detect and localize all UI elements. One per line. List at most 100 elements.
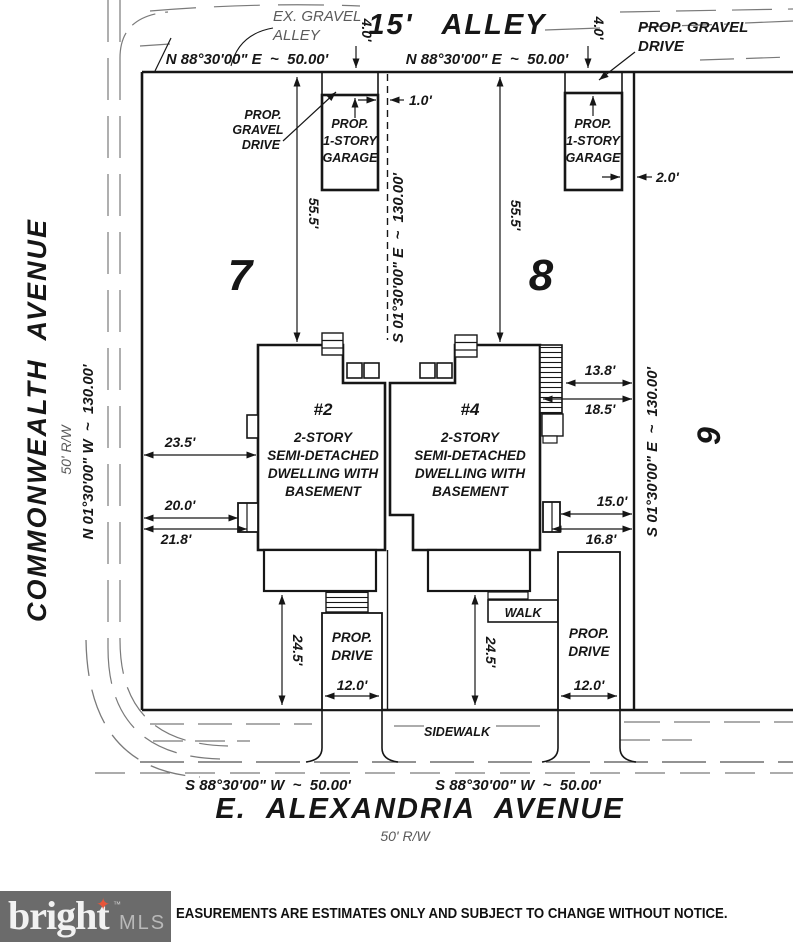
garage-right-label-2: 1-STORY xyxy=(566,134,621,148)
commonwealth-rw-label: 50' R/W xyxy=(58,424,74,475)
lot-9-number: 9 xyxy=(691,427,727,445)
building-2-number: #2 xyxy=(314,400,333,419)
garage-left-label-1: PROP. xyxy=(331,117,368,131)
building-4-pad-2 xyxy=(436,362,453,379)
garage-left-label-2: 1-STORY xyxy=(323,134,378,148)
building-4-stair-landing xyxy=(541,413,564,437)
apron-left-west xyxy=(305,710,323,763)
dim-16-8-text: 16.8' xyxy=(586,531,617,547)
road-linework xyxy=(85,0,793,778)
bearing-top-left: N 88°30'00" E ~ 50.00' xyxy=(166,51,329,68)
alexandria-rw-label: 50' R/W xyxy=(380,828,431,844)
building-4-desc-3: DWELLING WITH xyxy=(415,466,525,481)
prop-gravel-drive-left-label-3: DRIVE xyxy=(242,138,281,152)
bearing-top-right: N 88°30'00" E ~ 50.00' xyxy=(406,51,569,68)
trademark-symbol: ™ xyxy=(113,900,121,909)
ex-gravel-alley-label-2: ALLEY xyxy=(272,27,321,44)
building-4-desc-2: SEMI-DETACHED xyxy=(414,448,526,463)
structures xyxy=(230,27,637,763)
bright-logo-text: bright xyxy=(8,893,110,938)
alley-dash-6 xyxy=(699,56,791,61)
dim-13-8-text: 13.8' xyxy=(585,362,616,378)
dim-55-5-right-text: 55.5' xyxy=(508,200,524,231)
dim-4ft-right-text: 4.0' xyxy=(591,16,607,40)
building-2-desc-2: SEMI-DETACHED xyxy=(267,448,379,463)
corner-curve-inner xyxy=(119,639,229,747)
dim-55-5-left-text: 55.5' xyxy=(306,198,322,229)
garage-left-label-3: GARAGE xyxy=(323,151,379,165)
building-2-rear-steps xyxy=(325,591,369,613)
dim-1ft-text: 1.0' xyxy=(409,92,432,108)
disclaimer-text: EASUREMENTS ARE ESTIMATES ONLY AND SUBJE… xyxy=(176,905,728,922)
garage-right-label-1: PROP. xyxy=(574,117,611,131)
footer-bar: bright ✦ ™ MLS EASUREMENTS ARE ESTIMATES… xyxy=(0,891,793,942)
building-4-desc-1: 2-STORY xyxy=(440,430,501,445)
alley-dash-4 xyxy=(639,23,731,28)
prop-gravel-drive-left-label-2: GRAVEL xyxy=(232,123,283,137)
bearing-break-tick xyxy=(154,37,172,72)
corner-curve-outer xyxy=(85,639,201,778)
apron-right-east xyxy=(619,710,637,763)
building-4-rear-step-strip xyxy=(487,591,529,600)
center-lot-bearing: S 01°30'00" E ~ 130.00' xyxy=(390,173,407,343)
building-4-rear-porch xyxy=(426,548,532,593)
building-4-stoop xyxy=(454,334,478,358)
bright-mls-logo: bright ✦ ™ MLS xyxy=(0,891,171,942)
prop-drive-left-label-2: DRIVE xyxy=(331,648,373,663)
garage-right-label-3: GARAGE xyxy=(566,151,622,165)
building-2-pad-2 xyxy=(363,362,380,379)
ex-gravel-alley-leader xyxy=(230,27,274,67)
apron-left-east xyxy=(381,710,399,763)
dimension-lines xyxy=(144,46,652,705)
prop-drive-right-label-1: PROP. xyxy=(569,626,609,641)
dim-21-8-text: 21.8' xyxy=(160,531,192,547)
prop-drive-right-label-2: DRIVE xyxy=(568,644,610,659)
building-2-rear-porch xyxy=(262,548,378,593)
prop-gravel-drive-right-label-2: DRIVE xyxy=(638,38,685,55)
gravel-drive-right-leader xyxy=(598,51,636,81)
alley-name-label: ALLEY xyxy=(440,9,547,41)
star-icon: ✦ xyxy=(96,895,111,914)
garage-left-outline xyxy=(320,93,380,192)
building-4-desc-4: BASEMENT xyxy=(432,484,510,499)
building-2-stoop xyxy=(321,332,344,356)
east-lot-bearing: S 01°30'00" E ~ 130.00' xyxy=(644,367,661,537)
dim-2ft-text: 2.0' xyxy=(655,169,679,185)
dim-23-5-text: 23.5' xyxy=(164,434,196,450)
dim-12-0-left-text: 12.0' xyxy=(337,677,368,693)
dim-20-0-text: 20.0' xyxy=(164,497,196,513)
building-2-desc-1: 2-STORY xyxy=(293,430,354,445)
building-4-pad-1 xyxy=(419,362,436,379)
building-2-side-bump xyxy=(237,502,259,533)
prop-drive-left-label-1: PROP. xyxy=(332,630,372,645)
prop-gravel-drive-right-label-1: PROP. GRAVEL xyxy=(638,19,748,36)
building-4-number: #4 xyxy=(461,400,480,419)
lot-8-number: 8 xyxy=(529,251,554,300)
alley-dash-7 xyxy=(139,43,171,47)
alley-dash-3 xyxy=(544,27,601,31)
ex-gravel-alley-label-1: EX. GRAVEL xyxy=(273,8,361,25)
walk-label: WALK xyxy=(505,606,543,620)
mls-logo-text: MLS xyxy=(119,912,167,934)
dim-18-5-text: 18.5' xyxy=(585,401,616,417)
dim-4ft-left-text: 4.0' xyxy=(359,18,375,42)
building-2-desc-3: DWELLING WITH xyxy=(268,466,378,481)
bearing-bottom-left: S 88°30'00" W ~ 50.00' xyxy=(185,777,351,794)
dim-24-5-left-text: 24.5' xyxy=(290,634,306,666)
corner-curve-mid xyxy=(107,647,221,760)
building-4-stair-foot xyxy=(542,435,558,444)
apron-right-west xyxy=(541,710,559,763)
commonwealth-avenue-label: COMMONWEALTH AVENUE xyxy=(22,218,52,622)
dim-12-0-right-text: 12.0' xyxy=(574,677,605,693)
dim-24-5-right-text: 24.5' xyxy=(483,636,499,668)
sidewalk-label: SIDEWALK xyxy=(424,725,491,739)
west-lot-bearing: N 01°30'00" W ~ 130.00' xyxy=(80,364,97,539)
property-boundaries xyxy=(140,37,793,712)
corner-curve-top xyxy=(119,11,169,59)
dim-15-0-text: 15.0' xyxy=(597,493,628,509)
site-plan-drawing: EX. GRAVEL ALLEY 15' ALLEY N 88°30'00" E… xyxy=(22,0,793,844)
alley-dash-1 xyxy=(149,4,361,12)
building-2-desc-4: BASEMENT xyxy=(285,484,363,499)
building-4-side-stairs xyxy=(539,344,563,414)
